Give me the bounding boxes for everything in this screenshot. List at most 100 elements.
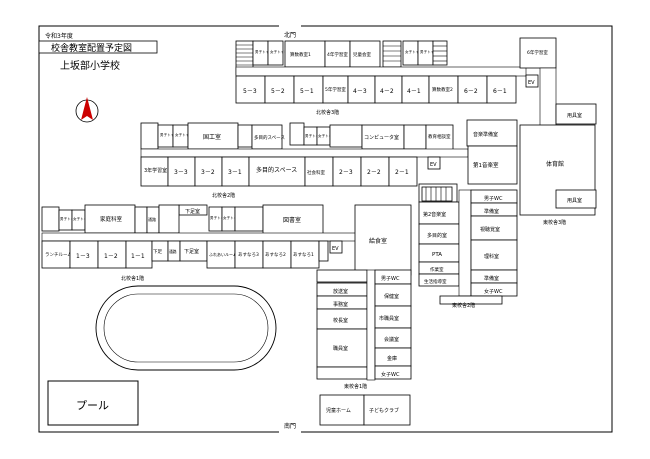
- home-economics-room: [84, 204, 136, 234]
- site-boundary: [38, 25, 613, 433]
- lunch-room: [41, 240, 71, 269]
- classroom-6-2: [457, 75, 488, 104]
- svg-text:準備室: 準備室: [484, 208, 499, 215]
- staff-room: [316, 328, 368, 368]
- svg-text:5年学習室: 5年学習室: [325, 86, 346, 93]
- japanese-room: [187, 122, 239, 150]
- svg-text:家庭科室: 家庭科室: [100, 215, 123, 223]
- multipurpose-space-2f-b: [248, 156, 306, 187]
- svg-text:女子トイレ: 女子トイレ: [318, 133, 336, 138]
- svg-text:視聴覚室: 視聴覚室: [480, 226, 500, 233]
- svg-text:女子WC: 女子WC: [484, 288, 503, 295]
- year-label: 令和3年度: [45, 32, 73, 40]
- svg-text:用具室: 用具室: [567, 197, 582, 204]
- svg-text:事務室: 事務室: [333, 301, 348, 308]
- svg-text:1－2: 1－2: [104, 253, 118, 260]
- svg-text:男子トイレ: 男子トイレ: [305, 133, 323, 138]
- svg-text:下足室: 下足室: [184, 248, 199, 255]
- svg-text:男子トイレ: 男子トイレ: [420, 49, 438, 54]
- stairs: [421, 186, 453, 202]
- svg-text:2－2: 2－2: [367, 169, 381, 176]
- girls-wc-east-1f: [374, 365, 412, 380]
- music-room-1: [467, 145, 518, 185]
- north-gate-label: 北門: [284, 31, 296, 39]
- svg-text:男子WC: 男子WC: [381, 275, 400, 282]
- svg-text:3－3: 3－3: [174, 169, 188, 176]
- childrens-home: [319, 394, 365, 426]
- svg-text:第1音楽室: 第1音楽室: [473, 161, 499, 169]
- grade4-study-room: [324, 40, 351, 68]
- svg-text:児童ホーム: 児童ホーム: [326, 407, 351, 414]
- svg-text:男子トイレ: 男子トイレ: [210, 215, 228, 220]
- svg-text:PTA: PTA: [432, 252, 442, 258]
- fureai-room: [206, 240, 236, 269]
- svg-text:教育相談室: 教育相談室: [428, 133, 451, 140]
- svg-text:生活指導室: 生活指導室: [424, 278, 447, 285]
- east-building-2f-label: 東校舎2階: [452, 302, 475, 309]
- svg-text:会議室: 会議室: [384, 336, 399, 343]
- svg-text:校長室: 校長室: [333, 317, 348, 324]
- svg-text:コンピュータ室: コンピュータ室: [364, 134, 399, 141]
- svg-text:職員室: 職員室: [333, 345, 348, 352]
- classroom-5-3: [235, 75, 266, 104]
- svg-text:EV: EV: [528, 80, 535, 86]
- social-studies-room: [304, 156, 334, 187]
- svg-text:放送室: 放送室: [333, 288, 348, 295]
- svg-text:EV: EV: [430, 162, 437, 168]
- wc-girls-3f: [267, 40, 284, 66]
- svg-text:市職員室: 市職員室: [379, 315, 399, 322]
- svg-text:3年学習室: 3年学習室: [144, 167, 167, 174]
- library: [262, 204, 324, 236]
- svg-text:算数教室2: 算数教室2: [432, 86, 453, 93]
- svg-text:女子トイレ: 女子トイレ: [223, 215, 241, 220]
- music-prep-room: [466, 119, 518, 147]
- north-building-1f-label: 北校舎1階: [121, 275, 144, 282]
- svg-text:通路: 通路: [148, 216, 156, 222]
- svg-text:男子トイレ: 男子トイレ: [255, 49, 273, 54]
- classroom-4-1: [401, 75, 430, 104]
- svg-text:用具室: 用具室: [567, 112, 582, 119]
- svg-text:2－1: 2－1: [395, 169, 409, 176]
- svg-text:1－3: 1－3: [76, 253, 90, 260]
- svg-text:女子トイレ: 女子トイレ: [405, 49, 423, 54]
- north-building-2f-label: 北校舎2階: [212, 192, 235, 199]
- svg-text:4－3: 4－3: [353, 88, 367, 95]
- grade5-study-room: [322, 75, 349, 104]
- svg-text:金庫: 金庫: [387, 355, 397, 362]
- asunaro-1: [290, 240, 320, 269]
- east-building: 第2音楽室 多目的室 PTA 作業室 生活指導室 男子WC 準備室 視聴覚室 理…: [316, 124, 597, 426]
- svg-text:4－2: 4－2: [380, 88, 394, 95]
- stairs: [382, 40, 402, 68]
- svg-text:多目的スペース: 多目的スペース: [256, 166, 297, 174]
- audiovisual-room: [470, 215, 518, 241]
- svg-text:5－2: 5－2: [271, 88, 285, 95]
- svg-text:女子トイレ: 女子トイレ: [270, 49, 288, 54]
- svg-text:あすなろ3: あすなろ3: [238, 251, 259, 258]
- computer-room: [361, 124, 405, 150]
- pool-label: プール: [76, 399, 109, 412]
- classroom-2-2: [360, 156, 390, 187]
- svg-text:男子WC: 男子WC: [484, 195, 503, 202]
- east-building-3f-label: 東校舎3階: [543, 219, 566, 226]
- svg-text:3－2: 3－2: [201, 169, 215, 176]
- classroom-4-3: [347, 75, 376, 104]
- svg-text:下足室: 下足室: [185, 208, 200, 215]
- classroom-6-1: [486, 75, 517, 104]
- running-track: [95, 285, 277, 371]
- arith-room-2: [428, 75, 459, 104]
- page-title: 校舎教室配置予定図: [51, 42, 132, 54]
- asunaro-3: [234, 240, 264, 269]
- stairs: [235, 40, 254, 76]
- elevator-1f: [329, 240, 343, 254]
- svg-text:5－1: 5－1: [300, 88, 314, 95]
- south-gate-label: 南門: [284, 422, 296, 430]
- pool: [47, 380, 139, 426]
- svg-text:ランチルーム: ランチルーム: [45, 252, 72, 258]
- svg-text:社会科室: 社会科室: [307, 169, 325, 176]
- elevator-2f: [427, 156, 441, 170]
- svg-text:多目的室: 多目的室: [427, 232, 447, 239]
- svg-text:6－1: 6－1: [493, 88, 507, 95]
- svg-text:4年学習室: 4年学習室: [327, 51, 348, 58]
- svg-text:あすなろ2: あすなろ2: [265, 251, 286, 258]
